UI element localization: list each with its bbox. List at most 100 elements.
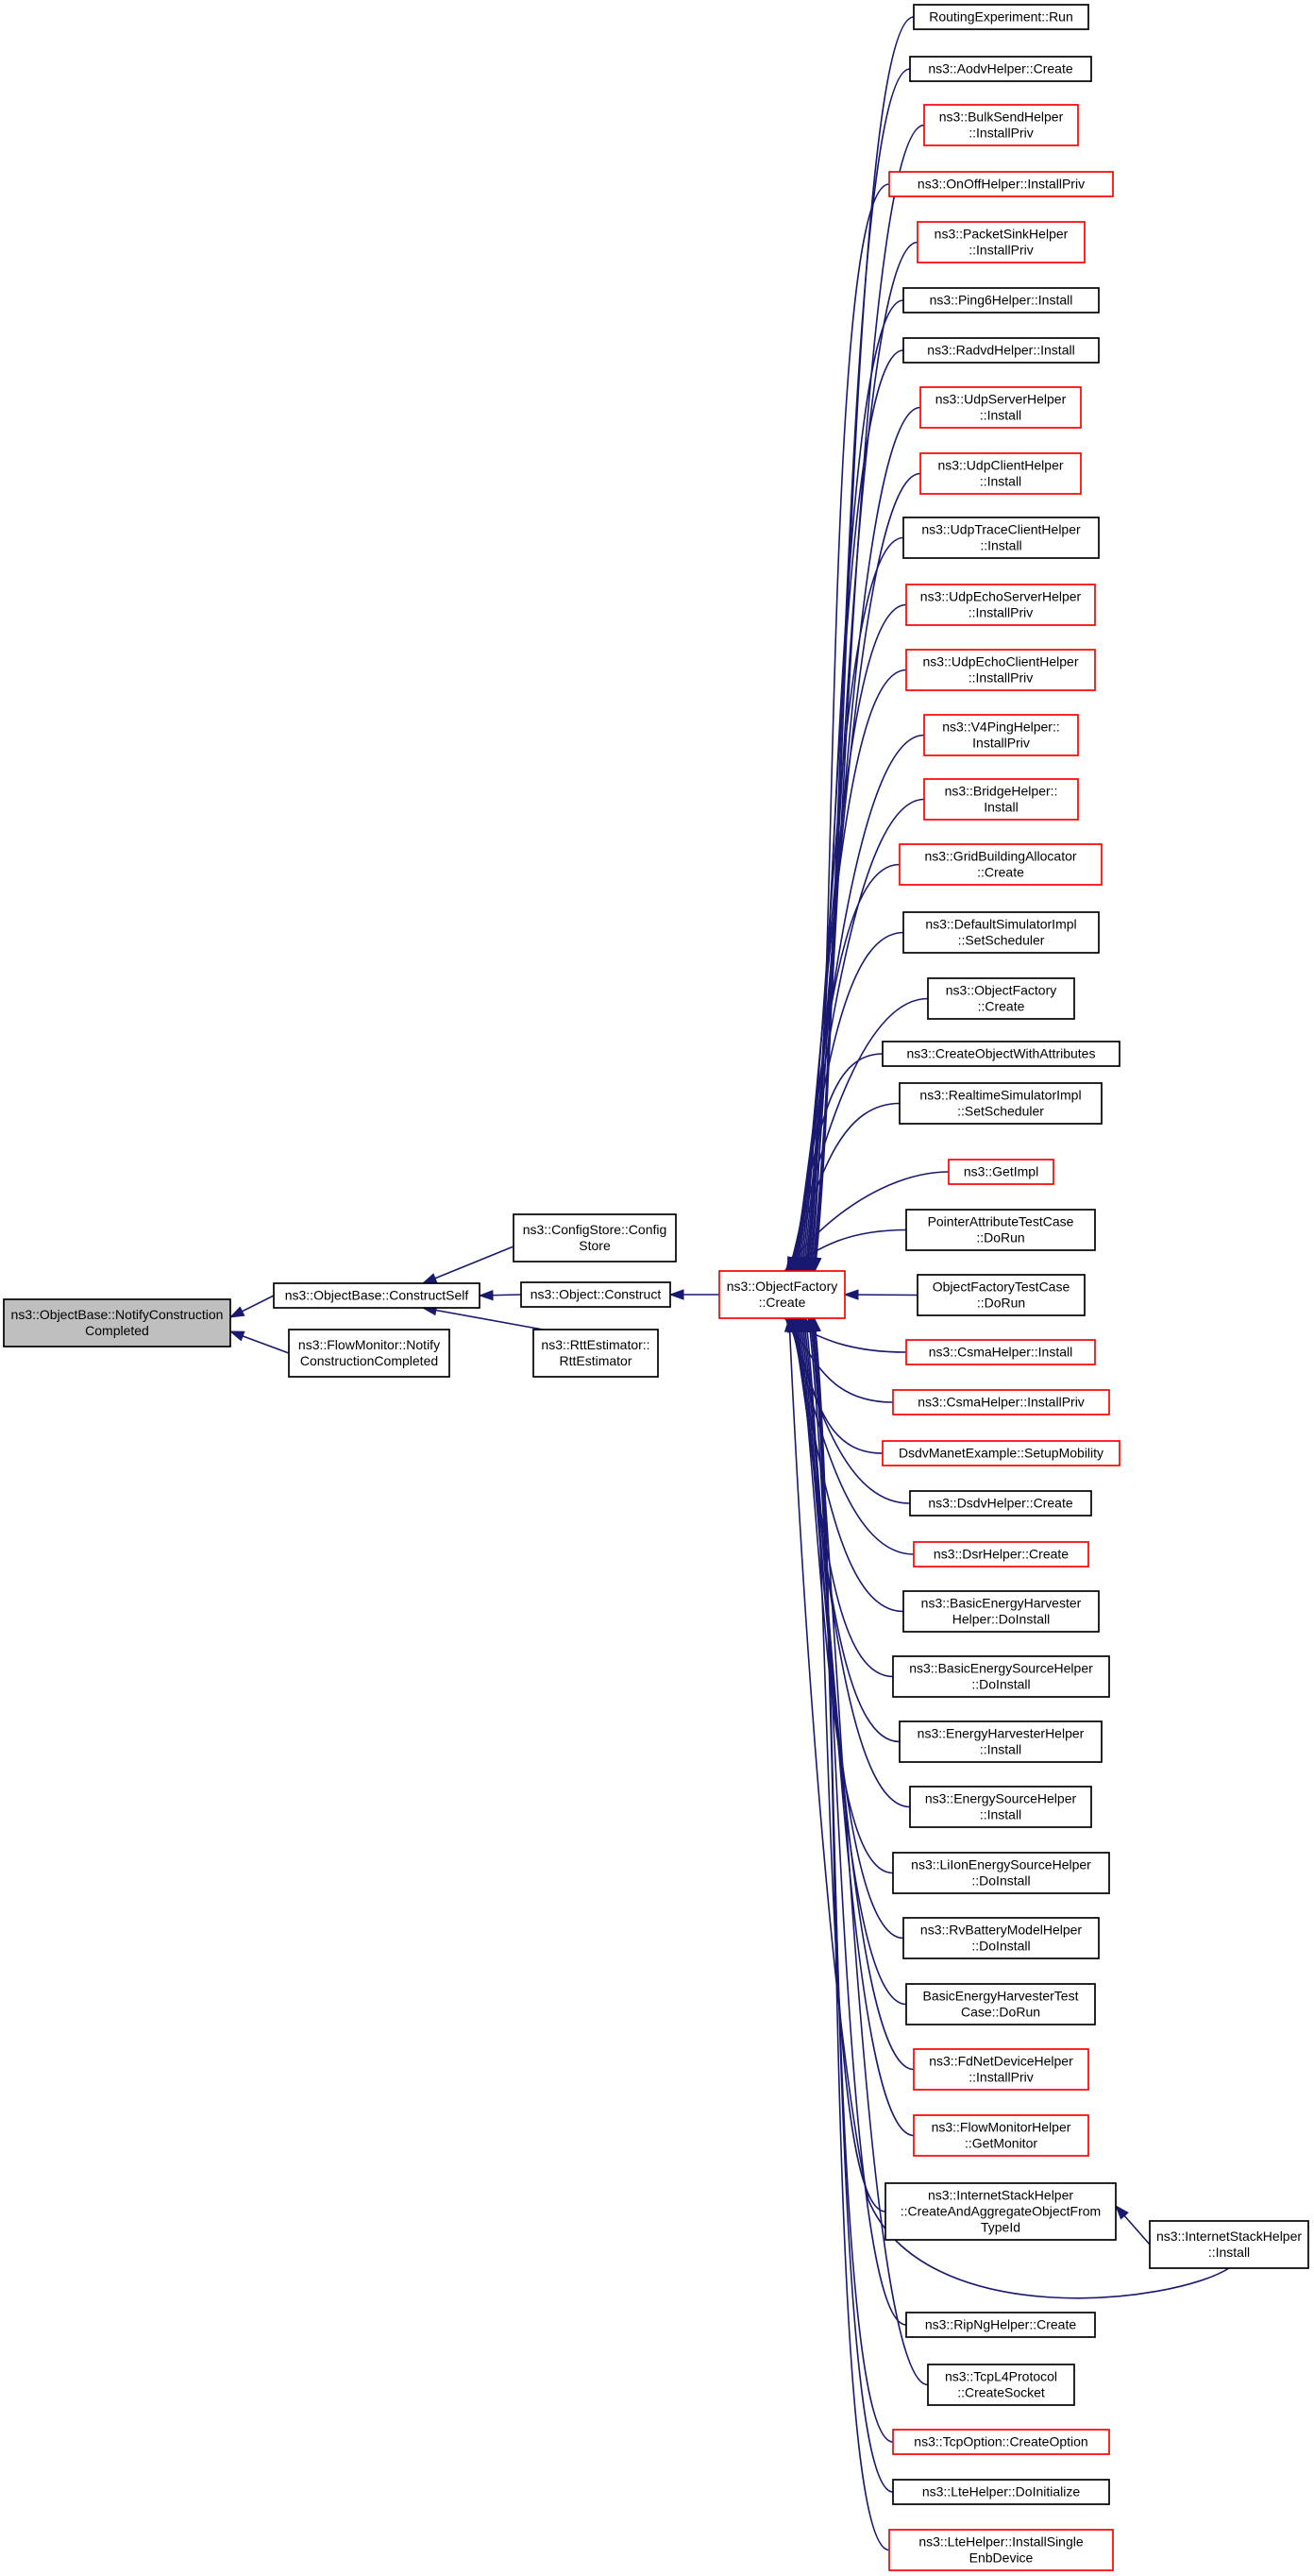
call-edges	[228, 16, 1230, 2551]
node-rttestimator[interactable]: ns3::RttEstimator::RttEstimator	[532, 1329, 659, 1378]
node-box	[513, 1213, 677, 1263]
node-c25[interactable]: ns3::DsdvHelper::Create	[909, 1490, 1092, 1517]
node-label-line: ::Create	[977, 865, 1024, 880]
node-c9[interactable]: ns3::UdpTraceClientHelper::Install	[902, 517, 1100, 559]
node-c12[interactable]: ns3::V4PingHelper::InstallPriv	[923, 714, 1079, 756]
node-label-line: ns3::CreateObjectWithAttributes	[907, 1046, 1096, 1061]
node-c13[interactable]: ns3::BridgeHelper::Install	[923, 778, 1079, 821]
node-label-line: ::SetScheduler	[957, 1104, 1044, 1119]
node-c40[interactable]: ns3::LteHelper::DoInitialize	[892, 2479, 1110, 2505]
edge-c37-to-objfactory	[807, 1317, 907, 2326]
node-box	[913, 2048, 1089, 2091]
node-label-line: ns3::RttEstimator::	[541, 1337, 649, 1352]
node-constructself[interactable]: ns3::ObjectBase::ConstructSelf	[273, 1282, 480, 1309]
node-c5[interactable]: ns3::Ping6Helper::Install	[902, 287, 1100, 314]
node-label-line: TypeId	[981, 2220, 1020, 2235]
node-box	[902, 337, 1100, 364]
node-c35[interactable]: ns3::FlowMonitorHelper::GetMonitor	[913, 2114, 1089, 2157]
edge-c41-to-objfactory	[813, 1317, 890, 2551]
node-c4[interactable]: ns3::PacketSinkHelper::InstallPriv	[917, 221, 1086, 263]
node-label-line: ::InstallPriv	[969, 2070, 1033, 2085]
node-box	[919, 386, 1082, 429]
node-label-line: ns3::CsmaHelper::Install	[929, 1345, 1073, 1360]
node-box	[923, 778, 1079, 821]
edge-ish-to-c36-arrowhead	[1115, 2204, 1129, 2220]
node-box	[882, 1440, 1120, 1466]
node-label-line: ns3::InternetStackHelper	[1156, 2229, 1302, 2244]
node-label-line: ::DoRun	[976, 1230, 1024, 1246]
node-box	[902, 1917, 1100, 1959]
node-box	[892, 1389, 1110, 1415]
node-c22[interactable]: ns3::CsmaHelper::Install	[905, 1339, 1096, 1365]
node-notify[interactable]: ns3::ObjectBase::NotifyConstructionCompl…	[3, 1298, 231, 1347]
node-c30[interactable]: ns3::EnergySourceHelper::Install	[909, 1786, 1092, 1828]
node-c34[interactable]: ns3::FdNetDeviceHelper::InstallPriv	[913, 2048, 1089, 2091]
node-label-line: ns3::RvBatteryModelHelper	[920, 1923, 1083, 1938]
node-c31[interactable]: ns3::LiIonEnergySourceHelper::DoInstall	[892, 1852, 1110, 1894]
edge-c21-to-objfactory-arrowhead	[843, 1289, 859, 1300]
node-objconstruct[interactable]: ns3::Object::Construct	[520, 1281, 671, 1308]
node-label-line: ns3::FlowMonitor::Notify	[298, 1337, 440, 1352]
node-c39[interactable]: ns3::TcpOption::CreateOption	[892, 2429, 1110, 2455]
node-c2[interactable]: ns3::BulkSendHelper::InstallPriv	[923, 104, 1079, 146]
edge-flowmonitor-to-notify-arrowhead	[228, 1330, 245, 1342]
node-box	[913, 2114, 1089, 2157]
node-objfactory[interactable]: ns3::ObjectFactory::Create	[718, 1270, 846, 1319]
node-c15[interactable]: ns3::DefaultSimulatorImpl::SetScheduler	[902, 911, 1100, 954]
node-c26[interactable]: ns3::DsrHelper::Create	[913, 1541, 1089, 1568]
node-box	[909, 1490, 1092, 1517]
node-label-line: ::DoInstall	[971, 1873, 1030, 1889]
node-c10[interactable]: ns3::UdpEchoServerHelper::InstallPriv	[905, 584, 1096, 626]
node-box	[905, 2312, 1096, 2338]
node-box	[927, 977, 1075, 1020]
node-label-line: ::CreateAndAggregateObjectFrom	[901, 2204, 1101, 2219]
edge-rttestimator-to-constructself	[422, 1307, 544, 1330]
node-c11[interactable]: ns3::UdpEchoClientHelper::InstallPriv	[905, 649, 1096, 691]
node-c17[interactable]: ns3::CreateObjectWithAttributes	[882, 1041, 1120, 1067]
node-c1[interactable]: ns3::AodvHelper::Create	[909, 56, 1092, 82]
node-box	[919, 452, 1082, 495]
node-label-line: ObjectFactoryTestCase	[933, 1280, 1070, 1295]
edge-configstore-to-constructself	[422, 1246, 514, 1284]
node-c32[interactable]: ns3::RvBatteryModelHelper::DoInstall	[902, 1917, 1100, 1959]
node-c20[interactable]: PointerAttributeTestCase::DoRun	[905, 1209, 1096, 1251]
node-configstore[interactable]: ns3::ConfigStore::ConfigStore	[513, 1213, 677, 1263]
node-c14[interactable]: ns3::GridBuildingAllocator::Create	[899, 843, 1103, 886]
node-label-line: ::GetMonitor	[965, 2136, 1037, 2151]
node-c28[interactable]: ns3::BasicEnergySourceHelper::DoInstall	[892, 1655, 1110, 1698]
node-label-line: ns3::RipNgHelper::Create	[925, 2317, 1077, 2332]
node-ish[interactable]: ns3::InternetStackHelper::Install	[1149, 2220, 1309, 2269]
node-c36[interactable]: ns3::InternetStackHelper::CreateAndAggre…	[884, 2182, 1117, 2241]
node-box	[884, 2182, 1117, 2241]
node-c37[interactable]: ns3::RipNgHelper::Create	[905, 2312, 1096, 2338]
node-c6[interactable]: ns3::RadvdHelper::Install	[902, 337, 1100, 364]
node-c8[interactable]: ns3::UdpClientHelper::Install	[919, 452, 1082, 495]
node-label-line: RttEstimator	[559, 1353, 632, 1368]
node-c7[interactable]: ns3::UdpServerHelper::Install	[919, 386, 1082, 429]
node-c16[interactable]: ns3::ObjectFactory::Create	[927, 977, 1075, 1020]
node-box	[905, 584, 1096, 626]
node-label-line: ns3::FlowMonitorHelper	[932, 2120, 1071, 2135]
node-c38[interactable]: ns3::TcpL4Protocol::CreateSocket	[927, 2364, 1075, 2406]
node-c0[interactable]: RoutingExperiment::Run	[913, 4, 1089, 30]
node-c18[interactable]: ns3::RealtimeSimulatorImpl::SetScheduler	[899, 1082, 1103, 1125]
node-c19[interactable]: ns3::GetImpl	[948, 1159, 1054, 1185]
edge-constructself-to-notify-arrowhead	[228, 1306, 245, 1318]
node-label-line: ns3::GetImpl	[964, 1164, 1038, 1179]
node-box	[902, 911, 1100, 954]
node-box	[892, 1852, 1110, 1894]
node-label-line: ns3::EnergyHarvesterHelper	[918, 1726, 1085, 1741]
node-label-line: ::InstallPriv	[969, 126, 1033, 141]
node-label-line: EnbDevice	[969, 2551, 1034, 2566]
node-flowmonitor[interactable]: ns3::FlowMonitor::NotifyConstructionComp…	[288, 1329, 450, 1378]
node-c29[interactable]: ns3::EnergyHarvesterHelper::Install	[899, 1720, 1103, 1763]
node-c21[interactable]: ObjectFactoryTestCase::DoRun	[917, 1274, 1086, 1316]
node-c27[interactable]: ns3::BasicEnergyHarvesterHelper::DoInsta…	[902, 1590, 1100, 1633]
node-box	[905, 1339, 1096, 1365]
node-c24[interactable]: DsdvManetExample::SetupMobility	[882, 1440, 1120, 1466]
node-c3[interactable]: ns3::OnOffHelper::InstallPriv	[888, 171, 1114, 197]
node-c23[interactable]: ns3::CsmaHelper::InstallPriv	[892, 1389, 1110, 1415]
